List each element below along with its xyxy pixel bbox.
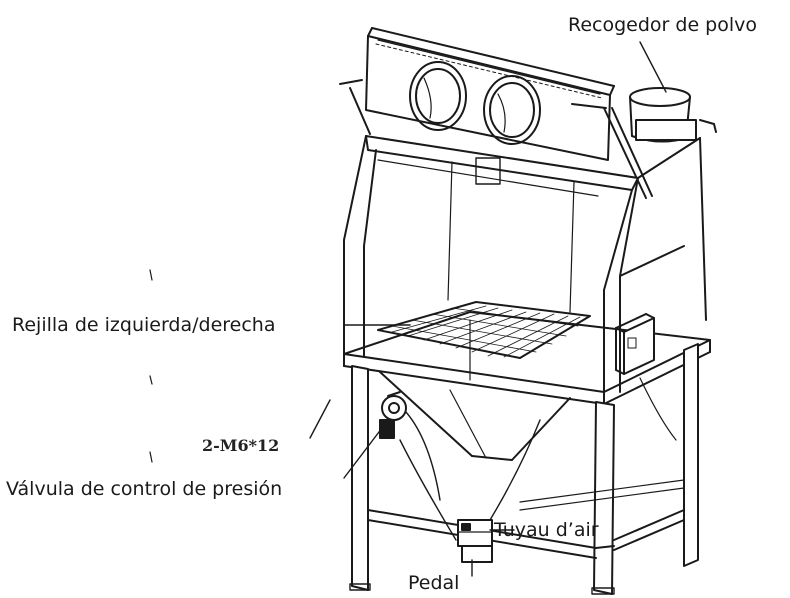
label-bolts: 2-M6*12 xyxy=(202,436,280,455)
label-pedal: Pedal xyxy=(408,572,460,594)
cabinet-lid xyxy=(365,27,615,161)
label-dust-collector: Recogedor de polvo xyxy=(568,14,758,36)
lid-struts xyxy=(339,79,653,199)
label-grid: Rejilla de izquierda/derecha xyxy=(12,314,276,336)
pressure-valve xyxy=(379,391,407,439)
label-air-hose: Tuyau d’air xyxy=(494,519,599,541)
control-box xyxy=(615,313,655,375)
hoses xyxy=(399,377,677,541)
foot-pedal xyxy=(457,519,493,563)
glove-port-right xyxy=(483,75,541,145)
hopper xyxy=(379,371,571,461)
glove-port-left xyxy=(409,61,467,131)
grid-grille xyxy=(377,301,591,359)
stand-legs xyxy=(349,319,699,595)
leader-lines xyxy=(309,41,667,577)
stray-marks xyxy=(149,269,153,463)
label-pressure-valve: Válvula de control de presión xyxy=(6,478,283,500)
dust-collector xyxy=(629,87,717,143)
cabinet-body xyxy=(343,135,707,395)
